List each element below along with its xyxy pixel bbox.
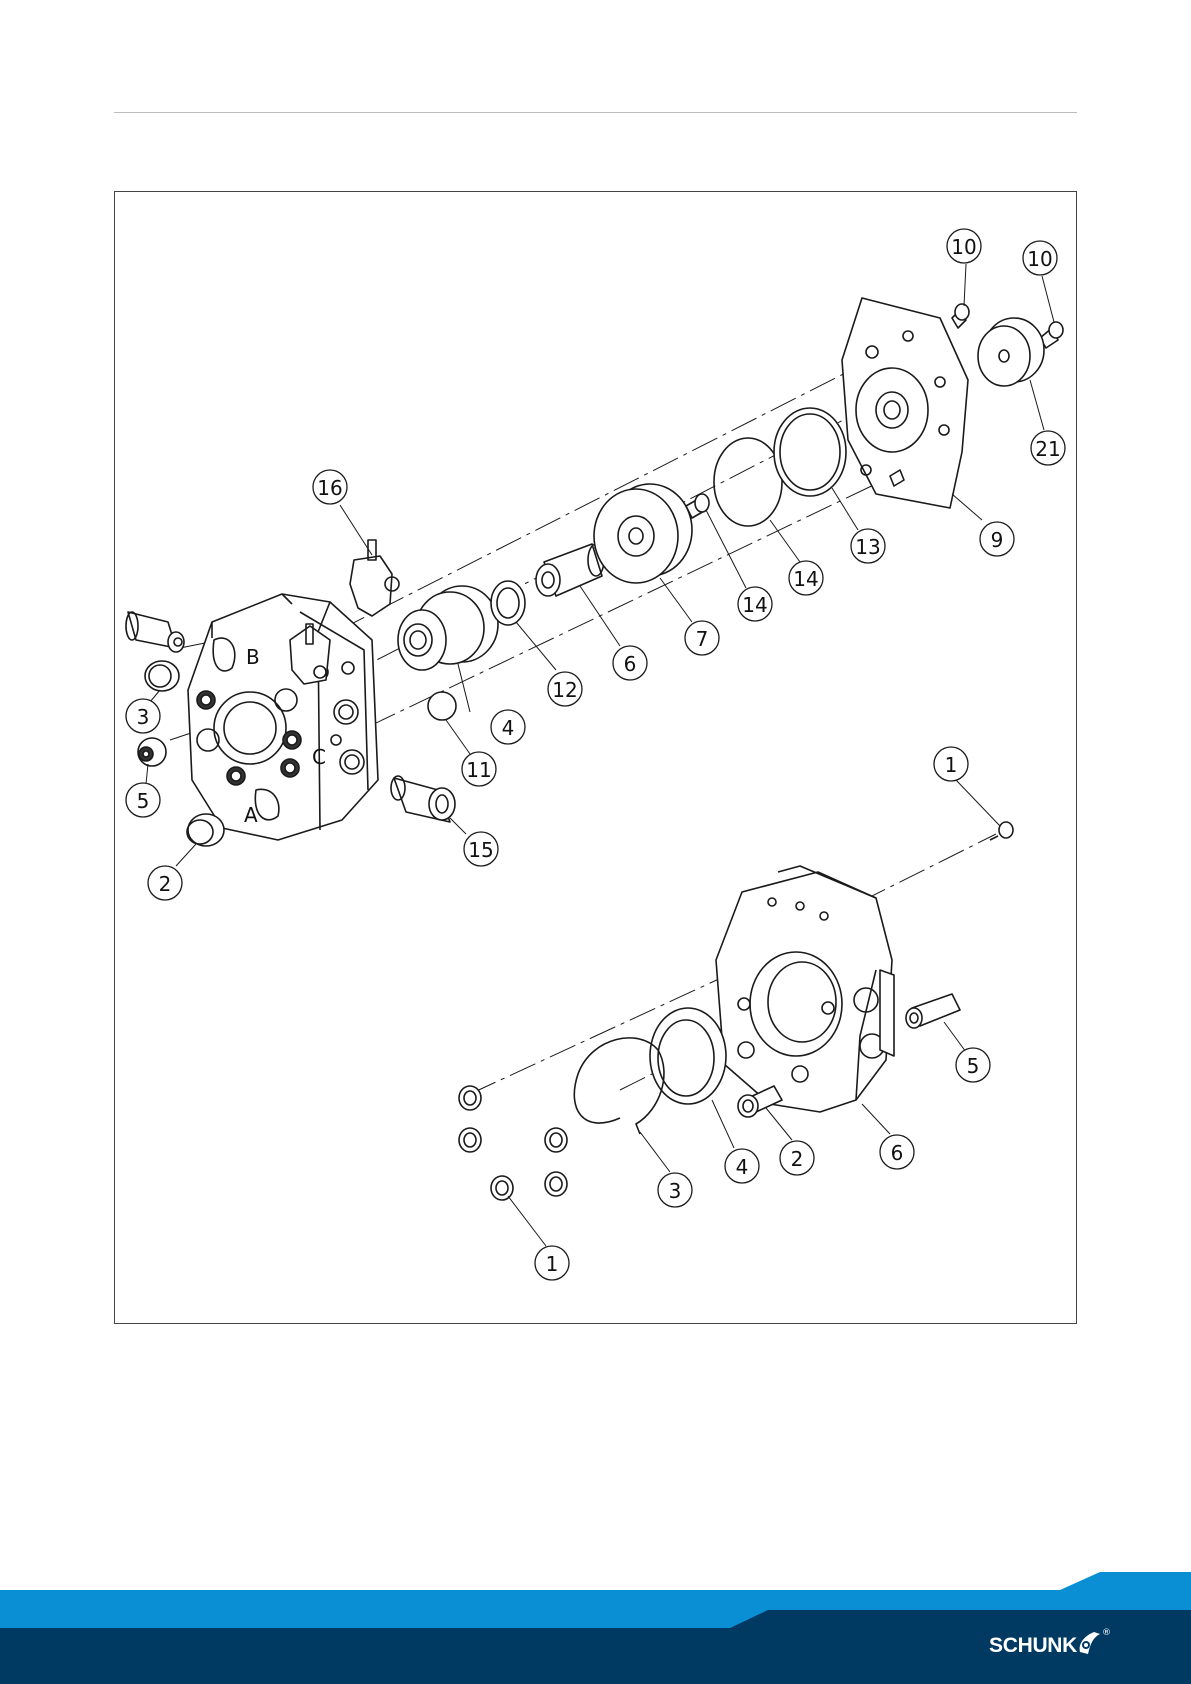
lower-part-1-screw	[990, 822, 1013, 840]
lower-part-1-orings	[459, 1086, 567, 1200]
callout-10b: 10	[1027, 247, 1052, 271]
callout-lower-4: 4	[736, 1155, 749, 1179]
part-7-disk	[594, 484, 692, 583]
callout-13: 13	[855, 535, 880, 559]
part-2-plug	[187, 814, 224, 846]
lower-housing	[716, 866, 894, 1112]
part-plug-top	[126, 612, 184, 652]
callout-lower-3: 3	[669, 1179, 682, 1203]
callout-9: 9	[991, 528, 1004, 552]
callout-12: 12	[552, 678, 577, 702]
part-12-ring	[491, 581, 525, 625]
part-14-oring	[714, 438, 782, 526]
part-4-piston	[398, 586, 498, 670]
housing-mark-a: A	[244, 803, 258, 827]
callout-3: 3	[137, 705, 150, 729]
callout-lower-1a: 1	[945, 753, 958, 777]
callout-lower-6: 6	[891, 1141, 904, 1165]
part-15-plug	[391, 776, 455, 822]
part-14-screw	[686, 494, 709, 518]
part-21-cap	[978, 318, 1044, 386]
part-3-plug	[145, 661, 179, 691]
callout-7: 7	[696, 627, 709, 651]
callout-lower-1b: 1	[546, 1252, 559, 1276]
callout-6: 6	[624, 652, 637, 676]
registered-mark: ®	[1102, 1628, 1111, 1638]
callout-14a: 14	[742, 593, 767, 617]
callout-11: 11	[466, 758, 491, 782]
callout-lower-2: 2	[791, 1147, 804, 1171]
callout-4: 4	[502, 716, 515, 740]
housing-mark-c: C	[312, 745, 326, 769]
part-11-ball	[428, 692, 456, 720]
callout-14b: 14	[793, 567, 818, 591]
part-9-cover	[842, 298, 968, 508]
housing-mark-b: B	[246, 645, 260, 669]
callout-lower-5: 5	[967, 1054, 980, 1078]
schunk-logo-text: SCHUNK	[989, 1634, 1077, 1658]
part-10-screw-a	[952, 304, 969, 328]
upper-housing	[188, 594, 378, 840]
part-6-pin	[536, 544, 604, 596]
callout-10a: 10	[951, 235, 976, 259]
callout-16: 16	[317, 476, 342, 500]
callout-21: 21	[1035, 437, 1060, 461]
schunk-logo-icon	[1074, 1628, 1104, 1658]
callout-2: 2	[159, 872, 172, 896]
part-5-plug	[138, 738, 166, 766]
callout-15: 15	[468, 838, 493, 862]
lower-part-5-pin	[906, 994, 960, 1028]
callout-5: 5	[137, 789, 150, 813]
part-13-ring	[774, 408, 846, 496]
